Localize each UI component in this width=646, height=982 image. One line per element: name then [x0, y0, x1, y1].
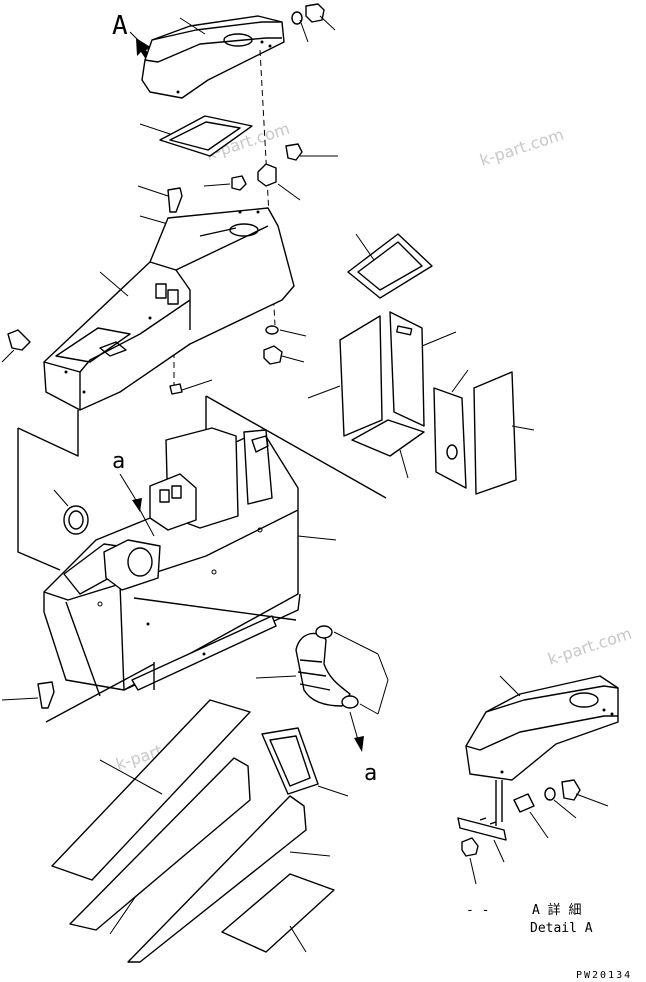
gasket-frame [139, 115, 253, 157]
watermark: k-part.com [477, 125, 566, 170]
detail-a: - - A 詳 細 Detail A [457, 675, 619, 936]
svg-text:- -: - - [466, 903, 489, 918]
duct-hose [255, 625, 389, 715]
watermark: k-part.com [545, 624, 634, 669]
detail-title: A 詳 細 [532, 902, 581, 918]
view-label: A [112, 11, 128, 41]
section-label: a [112, 449, 125, 474]
drawing-code: PW20134 [576, 970, 632, 981]
bottom-left-bolt [1, 681, 55, 709]
grommet-ring [53, 489, 89, 535]
section-label: a [364, 761, 377, 786]
floor-mats [51, 699, 349, 963]
view-arrow-a: A [112, 11, 152, 58]
foam-pads [307, 233, 535, 495]
washer-nut-mid [169, 325, 307, 395]
console-base [17, 395, 387, 723]
armrest-cover-top [141, 15, 285, 99]
washer-bolt-top [259, 3, 336, 326]
section-arrow-a-top: a [112, 449, 155, 537]
bracket-assembly [203, 143, 338, 201]
side-bolt-left [1, 329, 31, 363]
console-cover [43, 207, 295, 411]
detail-subtitle: Detail A [530, 921, 593, 936]
section-arrow-a-bottom: a [349, 711, 377, 786]
